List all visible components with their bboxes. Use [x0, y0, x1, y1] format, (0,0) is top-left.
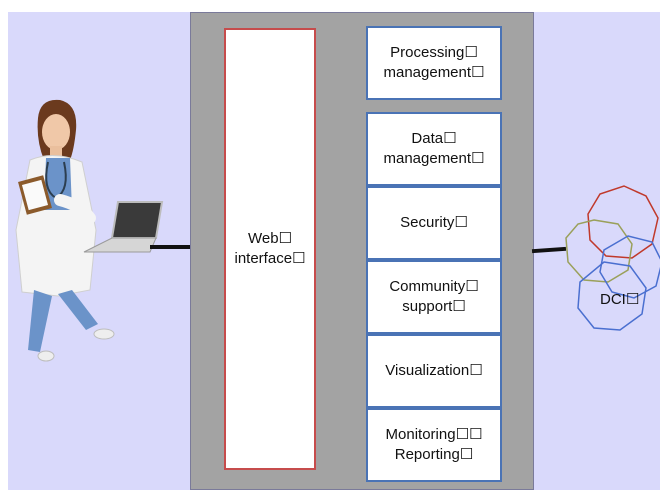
module-label: Community☐ support☐ [389, 278, 479, 315]
module-label: Processing☐ management☐ [383, 44, 485, 81]
web-interface-box: Web☐ interface☐ [224, 28, 316, 470]
visualization-box: Visualization☐ [366, 334, 502, 408]
dci-label: DCI☐ [600, 291, 640, 308]
web-interface-label: Web☐ interface☐ [234, 230, 306, 267]
module-label: Security☐ [400, 214, 468, 231]
community-support-box: Community☐ support☐ [366, 260, 502, 334]
processing-management-box: Processing☐ management☐ [366, 26, 502, 100]
module-label: Visualization☐ [385, 362, 483, 379]
dci-ring-blue-bottom [577, 261, 647, 331]
dci-ring-olive [565, 219, 633, 283]
module-label: Monitoring☐☐ Reporting☐ [385, 426, 483, 463]
dci-ring-red [587, 185, 659, 259]
doctor-figure [15, 99, 115, 362]
security-box: Security☐ [366, 186, 502, 260]
dci-ring-blue-right [599, 235, 660, 299]
monitoring-reporting-box: Monitoring☐☐ Reporting☐ [366, 408, 502, 482]
connector-line-left [150, 245, 226, 249]
data-management-box: Data☐ management☐ [366, 112, 502, 186]
module-label: Data☐ management☐ [383, 130, 485, 167]
laptop-icon [83, 201, 164, 253]
